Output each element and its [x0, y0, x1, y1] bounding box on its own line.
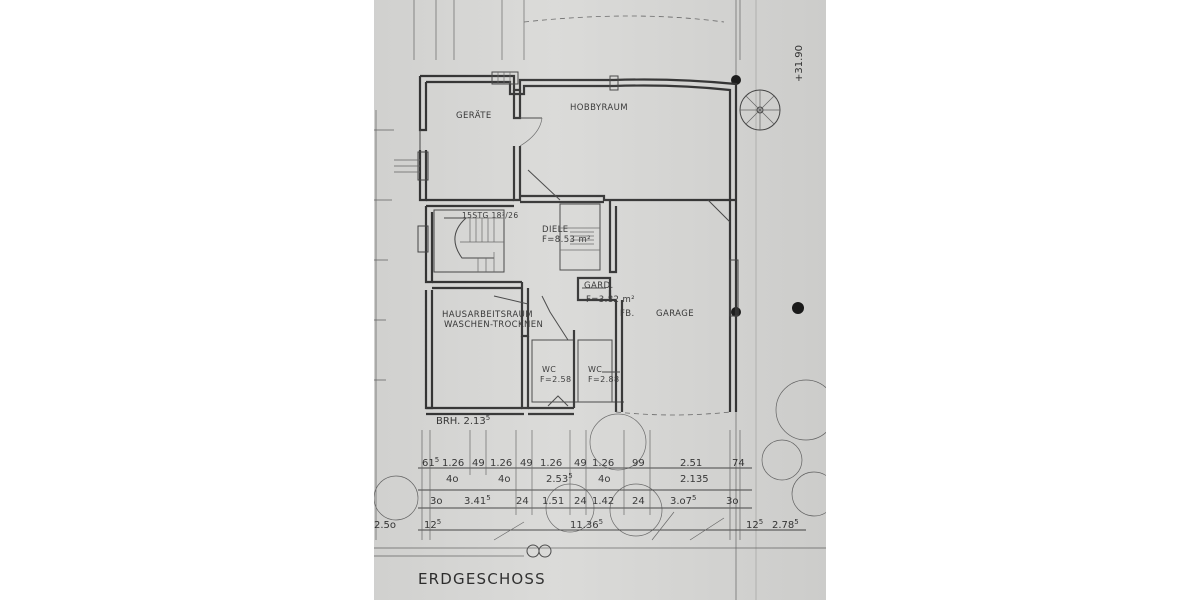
dimension-label: 4o — [598, 474, 610, 485]
dimension-label: 74 — [732, 458, 745, 469]
dimension-label: 2.51 — [680, 458, 702, 469]
room-label-wc-2: WC — [588, 365, 602, 374]
dimension-label: 24 — [574, 496, 587, 507]
punch-hole — [731, 75, 741, 85]
room-area-wc-1: F=2.58 — [540, 375, 572, 384]
stair-label: 15STG 18²/26 — [462, 211, 519, 220]
room-label-hausarbeitsraum: HAUSARBEITSRAUM — [442, 310, 533, 320]
dimension-label: 1.26 — [490, 458, 512, 469]
room-label-waschen-trocknen: WASCHEN-TROCKNEN — [444, 320, 543, 330]
dimension-label: 2.135 — [680, 474, 709, 485]
room-area-gard: F=3.82 m² — [586, 295, 635, 305]
dimension-label: 24 — [632, 496, 645, 507]
room-area-diele: F=8.53 m² — [542, 235, 591, 245]
plan-title: ERDGESCHOSS — [418, 570, 546, 588]
dimension-label: 1.26 — [592, 458, 614, 469]
dimension-label: 3.o75 — [670, 494, 697, 507]
room-label-diele: DIELE — [542, 225, 569, 235]
spiral-staircase — [739, 89, 781, 131]
brh-dimension: BRH. 2.135 — [436, 414, 490, 427]
dimension-lines — [374, 430, 826, 557]
room-label-wc-1: WC — [542, 365, 556, 374]
dimension-row-4: 2.5o 125 11.365 125 2.785 — [374, 518, 799, 531]
dimension-label: 2.5o — [374, 520, 396, 531]
dimension-label: 3o — [726, 496, 738, 507]
dimension-label: 1.26 — [540, 458, 562, 469]
dimension-label: 2.535 — [546, 472, 573, 485]
room-area-wc-2: F=2.88 — [588, 375, 620, 384]
building-walls — [394, 71, 739, 416]
floor-plan-drawing: +31.90 — [374, 0, 826, 600]
left-reference-lines — [374, 129, 394, 381]
dimension-label: 99 — [632, 458, 645, 469]
dimension-label: 4o — [498, 474, 510, 485]
room-label-geraete: GERÄTE — [456, 110, 492, 121]
dimension-label: 3o — [430, 496, 442, 507]
room-label-gard: GARD. — [584, 281, 614, 291]
floor-plan-sheet: +31.90 — [374, 0, 826, 600]
dimension-label: 49 — [520, 458, 533, 469]
dimension-label: 49 — [472, 458, 485, 469]
dimension-row-2: 4o 4o 2.535 4o 2.135 — [446, 472, 709, 485]
dimension-label: 125 — [746, 518, 763, 531]
upper-floor-outline — [523, 15, 725, 23]
dimension-label: 4o — [446, 474, 458, 485]
dimension-label: 24 — [516, 496, 529, 507]
dimension-label: 2.785 — [772, 518, 799, 531]
dimension-label: 125 — [424, 518, 441, 531]
dimension-label: 1.42 — [592, 496, 614, 507]
dimension-label: 49 — [574, 458, 587, 469]
room-label-hobbyraum: HOBBYRAUM — [570, 103, 628, 113]
room-label-fb: FB. — [620, 309, 635, 319]
dimension-row-3: 3o 3.415 24 1.51 24 1.42 24 3.o75 3o — [430, 494, 738, 507]
dimension-label: 11.365 — [570, 518, 603, 531]
dimension-label: 1.26 — [442, 458, 464, 469]
dimension-label: 3.415 — [464, 494, 491, 507]
dimension-label: 1.51 — [542, 496, 564, 507]
level-marker: +31.90 — [794, 45, 805, 82]
punch-hole — [792, 302, 804, 314]
dimension-label: 615 — [422, 456, 439, 469]
room-label-garage: GARAGE — [656, 309, 694, 319]
